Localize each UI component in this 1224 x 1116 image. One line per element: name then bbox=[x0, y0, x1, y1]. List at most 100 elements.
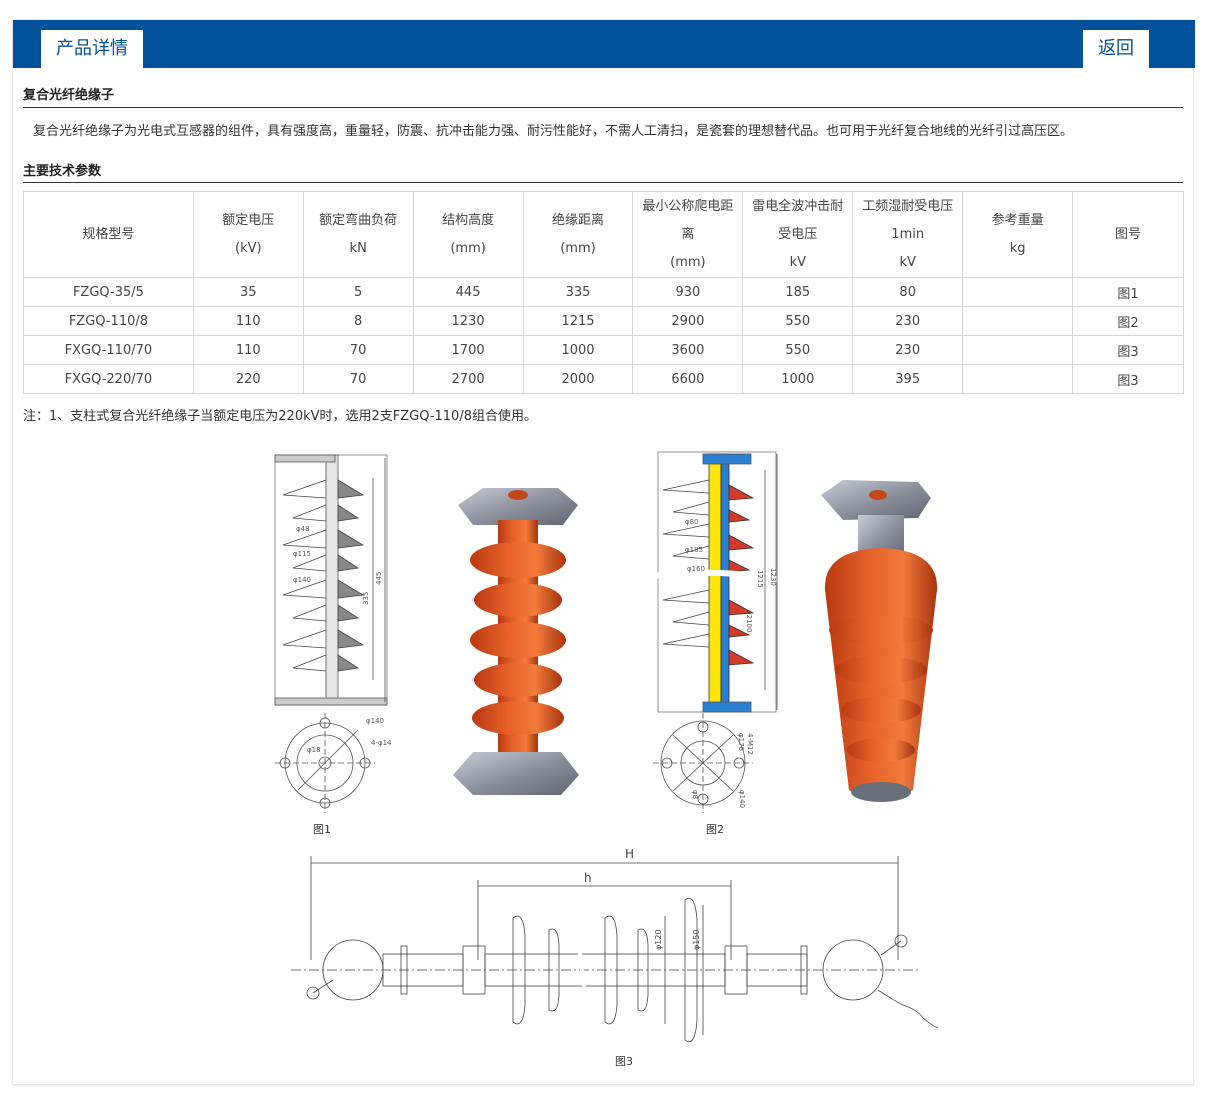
spec-table-header: 规格型号 额定电压 (kV) 额定弯曲负荷 kN 结构高度 (mm) 绝缘距离 (mm) 最小公称… bbox=[23, 191, 1184, 278]
fig2-dim-label: φ8 bbox=[691, 790, 699, 799]
figure1-photo bbox=[453, 488, 579, 795]
table-cell: 1215 bbox=[522, 306, 634, 336]
figure2-caption: 图2 bbox=[706, 823, 724, 836]
tab-product-detail[interactable]: 产品详情 bbox=[41, 30, 143, 68]
divider bbox=[23, 107, 1183, 108]
spec-column-header: 最小公称爬电距离(mm) bbox=[632, 191, 744, 278]
spec-column-header-line: 结构高度 bbox=[442, 212, 495, 228]
table-cell: FZGQ-110/8 bbox=[23, 306, 194, 336]
table-cell: 1000 bbox=[742, 364, 854, 394]
figures-area: φ48 φ115 φ140 335 445 φ140 4-φ14 φ18 图1 bbox=[13, 440, 1195, 1080]
fig3-dim-label: φ120 bbox=[654, 929, 663, 950]
fig1-dim-label: φ115 bbox=[293, 550, 311, 558]
table-cell: 550 bbox=[742, 335, 854, 365]
spec-column-header: 工频湿耐受电压 1min kV bbox=[852, 191, 964, 278]
spec-column-header-line: 规格型号 bbox=[82, 226, 135, 242]
spec-column-header: 图号 bbox=[1072, 191, 1184, 278]
spec-column-header: 雷电全波冲击耐受电压 kV bbox=[742, 191, 854, 278]
table-cell: 230 bbox=[852, 335, 964, 365]
divider bbox=[23, 182, 1183, 183]
table-cell: 图3 bbox=[1072, 335, 1184, 365]
table-cell: 2700 bbox=[412, 364, 524, 394]
table-cell: 550 bbox=[742, 306, 854, 336]
spec-column-header: 额定电压 (kV) bbox=[192, 191, 304, 278]
figure1-caption: 图1 bbox=[313, 823, 331, 836]
table-cell: 70 bbox=[302, 364, 414, 394]
table-cell: 1000 bbox=[522, 335, 634, 365]
spec-column-header-line: 受电压 bbox=[778, 226, 818, 242]
fig1-dim-label: φ48 bbox=[296, 525, 310, 533]
table-cell: 335 bbox=[522, 277, 634, 307]
fig2-dim-label: 4-M12 bbox=[746, 733, 754, 755]
spec-table: 规格型号 额定电压 (kV) 额定弯曲负荷 kN 结构高度 (mm) 绝缘距离 (mm) 最小公称… bbox=[23, 191, 1184, 394]
spec-column-header-line: 参考重量 bbox=[991, 212, 1044, 228]
fig2-dim-label: φ2100 bbox=[745, 610, 753, 632]
fig3-dim-label: φ150 bbox=[692, 929, 701, 950]
spec-column-header: 结构高度 (mm) bbox=[412, 191, 524, 278]
fig2-dim-label: φ185 bbox=[685, 546, 703, 554]
table-cell: 110 bbox=[192, 306, 304, 336]
spec-column-header: 规格型号 bbox=[23, 191, 194, 278]
table-cell: 图3 bbox=[1072, 364, 1184, 394]
fig1-dim-label: 445 bbox=[375, 572, 383, 585]
spec-column-header-line: 1min bbox=[891, 226, 925, 242]
table-cell bbox=[962, 335, 1074, 365]
fig2-dim-label: 1215 bbox=[756, 570, 764, 588]
fig2-dim-label: φ176 bbox=[737, 733, 745, 752]
table-cell: 35 bbox=[192, 277, 304, 307]
table-cell: 930 bbox=[632, 277, 744, 307]
spec-column-header-line: 额定弯曲负荷 bbox=[319, 212, 398, 228]
spec-column-header-line: kV bbox=[899, 254, 916, 270]
table-cell: 1700 bbox=[412, 335, 524, 365]
product-detail-panel: 产品详情 返回 复合光纤绝缘子 复合光纤绝缘子为光电式互感器的组件，具有强度高，… bbox=[12, 19, 1195, 1085]
fig1-dim-label: φ140 bbox=[293, 576, 311, 584]
table-cell: 80 bbox=[852, 277, 964, 307]
spec-column-header-line: kN bbox=[349, 240, 367, 256]
spec-column-header-line: 额定电压 bbox=[222, 212, 275, 228]
spec-note: 注：1、支柱式复合光纤绝缘子当额定电压为220kV时，选用2支FZGQ-110/… bbox=[23, 409, 537, 424]
table-cell: 3600 bbox=[632, 335, 744, 365]
figure2-photo bbox=[821, 480, 938, 802]
table-cell: 395 bbox=[852, 364, 964, 394]
table-cell: 1230 bbox=[412, 306, 524, 336]
figure2-drawing bbox=[652, 451, 784, 813]
back-button[interactable]: 返回 bbox=[1083, 30, 1149, 68]
table-cell: 445 bbox=[412, 277, 524, 307]
table-cell bbox=[962, 364, 1074, 394]
fig3-dim-label: h bbox=[584, 871, 592, 885]
table-cell: 2900 bbox=[632, 306, 744, 336]
spec-column-header-line: (mm) bbox=[450, 240, 486, 256]
fig2-dim-label: φ80 bbox=[685, 518, 699, 526]
fig1-dim-label: 4-φ14 bbox=[371, 739, 392, 747]
table-cell: 230 bbox=[852, 306, 964, 336]
table-cell: 6600 bbox=[632, 364, 744, 394]
table-cell: 5 bbox=[302, 277, 414, 307]
table-cell: 8 bbox=[302, 306, 414, 336]
spec-column-header-line: kV bbox=[789, 254, 806, 270]
figure3-caption: 图3 bbox=[615, 1055, 633, 1068]
table-cell: 图1 bbox=[1072, 277, 1184, 307]
spec-column-header: 绝缘距离 (mm) bbox=[522, 191, 634, 278]
spec-column-header-line: 工频湿耐受电压 bbox=[862, 198, 954, 214]
figure1-drawing bbox=[274, 454, 388, 813]
spec-column-header-line: (kV) bbox=[235, 240, 262, 256]
table-cell: 185 bbox=[742, 277, 854, 307]
fig2-dim-label: φ140 bbox=[738, 790, 746, 808]
spec-column-header-line: 图号 bbox=[1115, 226, 1142, 242]
spec-column-header-line: 雷电全波冲击耐 bbox=[752, 198, 844, 214]
fig2-dim-label: φ160 bbox=[687, 565, 705, 573]
table-cell: 图2 bbox=[1072, 306, 1184, 336]
figures-drawing: φ48 φ115 φ140 335 445 φ140 4-φ14 φ18 图1 bbox=[274, 451, 939, 1068]
spec-column-header: 额定弯曲负荷 kN bbox=[302, 191, 414, 278]
spec-column-header-line: 最小公称爬电距 bbox=[642, 198, 734, 214]
spec-column-header-line: (mm) bbox=[560, 240, 596, 256]
table-cell: FXGQ-110/70 bbox=[23, 335, 194, 365]
table-cell: 110 bbox=[192, 335, 304, 365]
table-cell bbox=[962, 306, 1074, 336]
spec-column-header-line: 绝缘距离 bbox=[551, 212, 604, 228]
product-description: 复合光纤绝缘子为光电式互感器的组件，具有强度高，重量轻，防震、抗冲击能力强、耐污… bbox=[33, 124, 1074, 139]
